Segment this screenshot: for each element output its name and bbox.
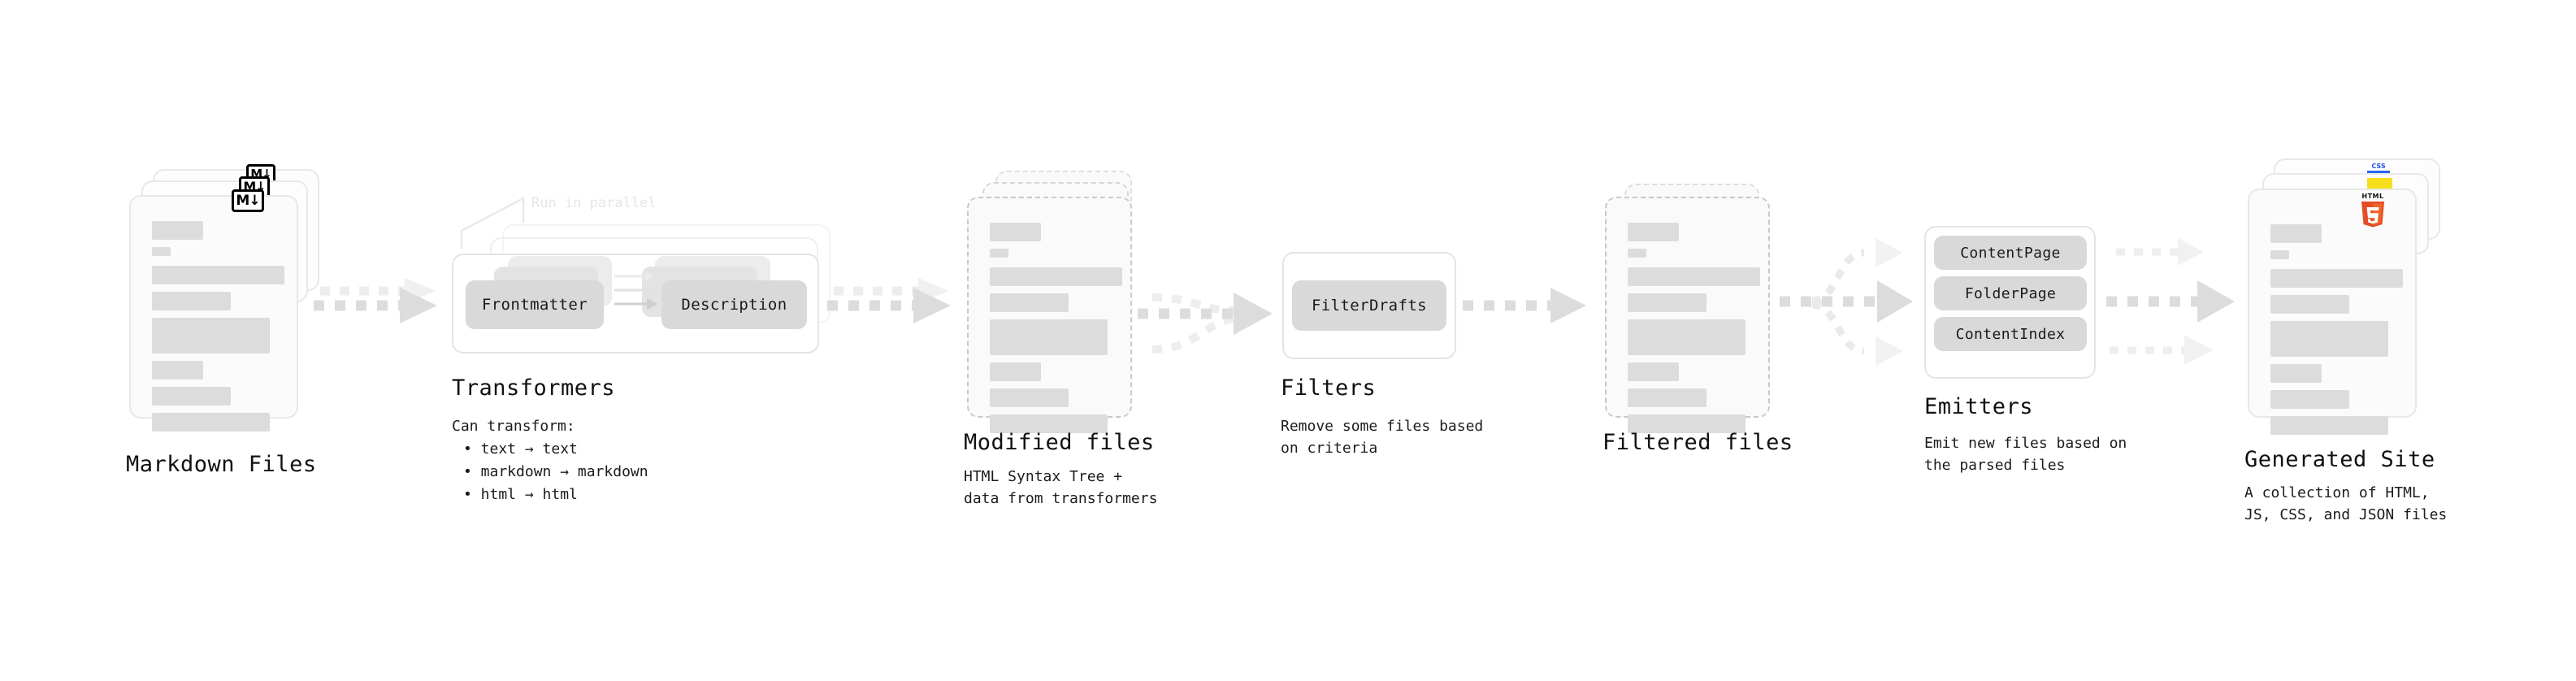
markdown-badge-front: M↓	[232, 189, 264, 212]
skeleton-line	[990, 362, 1041, 381]
skeleton-line	[152, 413, 270, 432]
transformer-bullet-0: • text → text	[463, 440, 578, 458]
skeleton-line	[152, 247, 171, 256]
stage-title-emitters: Emitters	[1924, 394, 2034, 419]
stage-desc-transformers: Can transform:	[452, 418, 575, 435]
stage-title-generated-site: Generated Site	[2244, 447, 2435, 472]
skeleton-line	[152, 361, 203, 380]
markdown-skeleton	[152, 221, 284, 439]
stage-desc-modified-files: HTML Syntax Tree + data from transformer…	[964, 468, 1158, 507]
skeleton-line	[2270, 321, 2388, 357]
skeleton-line	[152, 387, 231, 406]
skeleton-line	[2270, 390, 2349, 409]
skeleton-line	[2270, 224, 2322, 243]
site-file-front	[2248, 189, 2417, 435]
conn-md-to-transformers	[314, 278, 437, 323]
transformer-pill-description[interactable]: Description	[661, 280, 807, 329]
run-in-parallel-connector	[460, 196, 525, 249]
stage-title-modified-files: Modified files	[964, 430, 1155, 455]
skeleton-line	[1628, 388, 1706, 407]
skeleton-line	[1628, 362, 1679, 381]
skeleton-line	[2270, 364, 2322, 383]
modified-file-front	[967, 197, 1132, 433]
site-skeleton	[2270, 224, 2403, 442]
transformer-bullet-1: • markdown → markdown	[463, 463, 648, 480]
stage-title-filtered-files: Filtered files	[1602, 430, 1793, 455]
modified-skeleton	[990, 223, 1122, 440]
skeleton-line	[1628, 223, 1679, 241]
run-in-parallel-label: Run in parallel	[531, 195, 657, 211]
conn-emitters-to-site	[2106, 238, 2235, 365]
skeleton-line	[1628, 267, 1760, 286]
skeleton-line	[1628, 319, 1746, 355]
skeleton-line	[152, 292, 231, 310]
filtered-file-front	[1605, 197, 1770, 433]
skeleton-line	[2270, 269, 2403, 288]
emitter-pill-folderpage[interactable]: FolderPage	[1934, 276, 2087, 310]
skeleton-line	[990, 249, 1008, 258]
transformer-inner-arrows	[614, 271, 658, 310]
emitter-pill-contentpage[interactable]: ContentPage	[1934, 236, 2087, 270]
transformer-pill-frontmatter[interactable]: Frontmatter	[466, 280, 604, 329]
stage-title-filters: Filters	[1281, 375, 1377, 401]
skeleton-line	[990, 267, 1122, 286]
skeleton-line	[2270, 250, 2289, 259]
skeleton-line	[2270, 416, 2388, 435]
html5-icon: HTML	[2359, 193, 2387, 228]
skeleton-line	[990, 414, 1108, 433]
conn-modified-to-filters	[1138, 293, 1273, 354]
css-badge: CSS	[2367, 163, 2390, 174]
filtered-skeleton	[1628, 223, 1760, 440]
stage-desc-emitters: Emit new files based on the parsed files	[1924, 435, 2127, 474]
transformer-bullet-2: • html → html	[463, 486, 578, 503]
markdown-file-front	[129, 195, 298, 432]
emitter-pill-contentindex[interactable]: ContentIndex	[1934, 317, 2087, 351]
conn-filtered-to-emitters	[1780, 238, 1913, 366]
skeleton-line	[152, 221, 203, 240]
stage-title-transformers: Transformers	[452, 375, 616, 401]
conn-filters-to-filtered	[1463, 288, 1586, 323]
skeleton-line	[152, 266, 284, 284]
skeleton-line	[152, 318, 270, 354]
skeleton-line	[1628, 293, 1706, 312]
skeleton-line	[990, 223, 1041, 241]
conn-transformers-to-modified	[827, 278, 951, 323]
stage-title-markdown-files: Markdown Files	[126, 452, 317, 477]
filter-pill-filterdrafts[interactable]: FilterDrafts	[1292, 280, 1446, 331]
stage-desc-generated-site: A collection of HTML, JS, CSS, and JSON …	[2244, 484, 2448, 523]
skeleton-line	[1628, 249, 1646, 258]
html5-badge-wordmark: HTML	[2361, 193, 2384, 200]
skeleton-line	[990, 293, 1069, 312]
stage-desc-filters: Remove some files based on criteria	[1281, 418, 1484, 457]
skeleton-line	[990, 319, 1108, 355]
skeleton-line	[2270, 295, 2349, 314]
skeleton-line	[1628, 414, 1746, 433]
skeleton-line	[990, 388, 1069, 407]
